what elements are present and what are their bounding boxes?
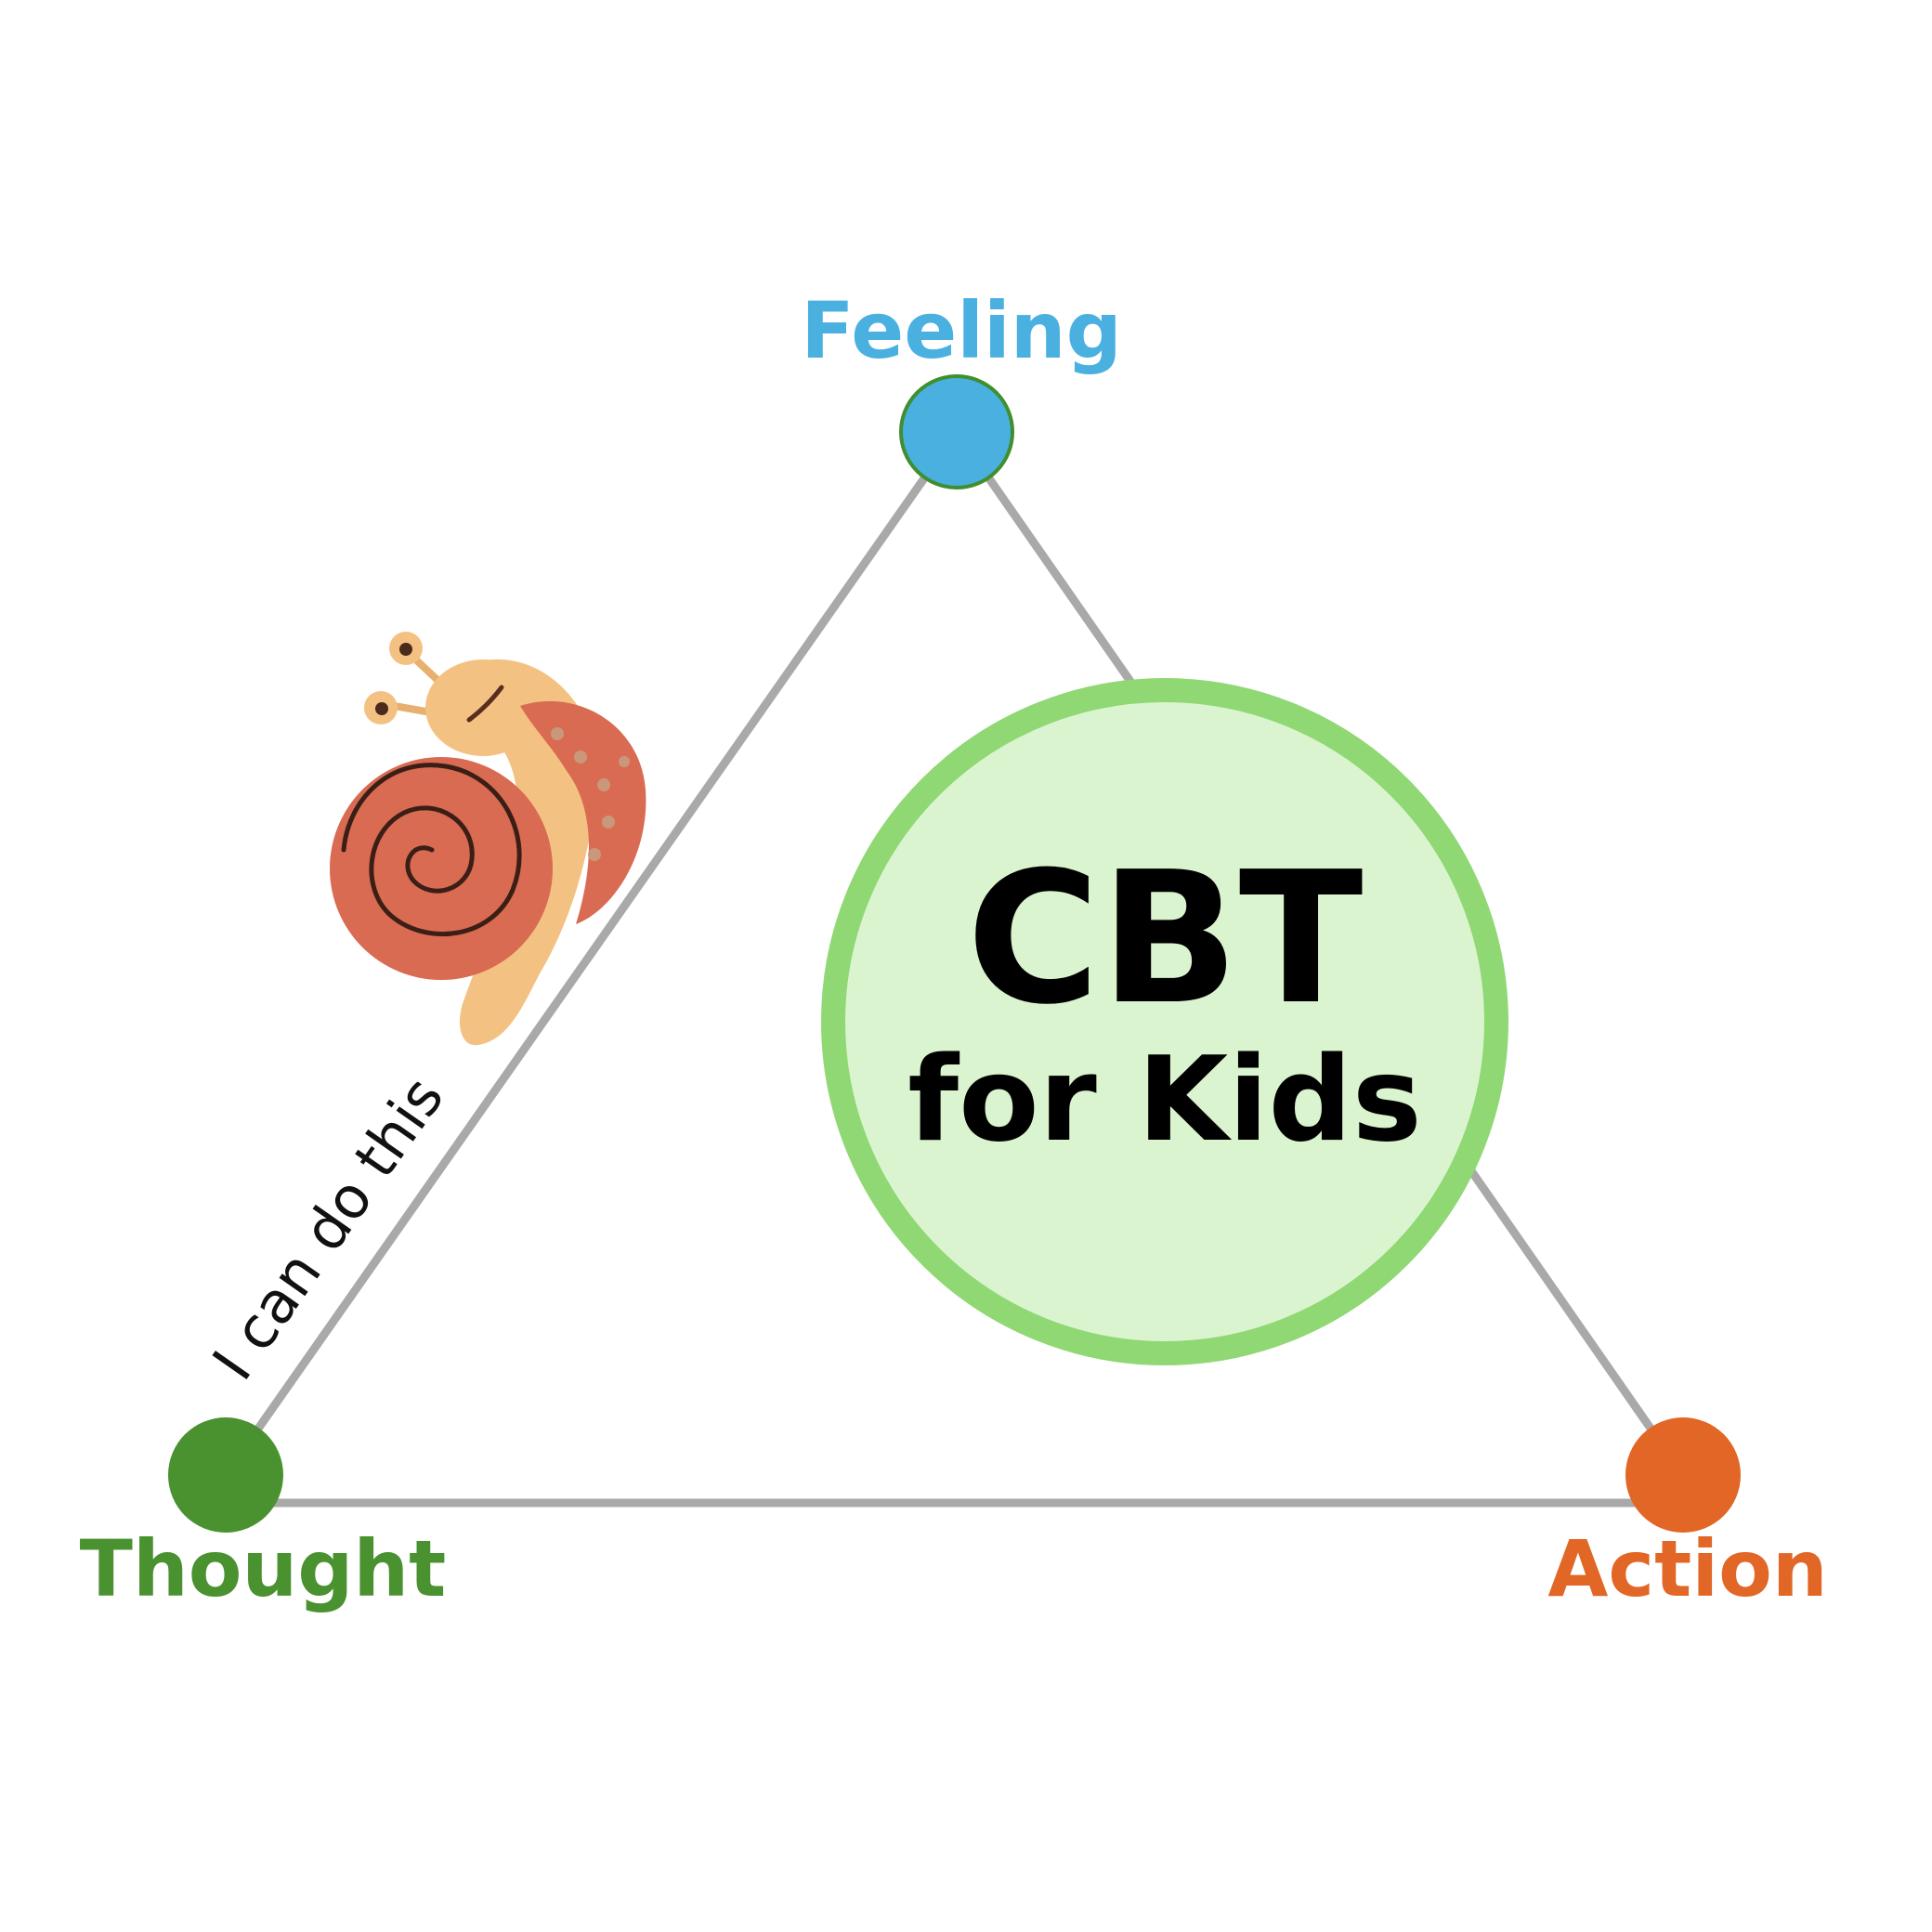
snail-icon bbox=[330, 632, 646, 1046]
feeling-dot bbox=[899, 374, 1014, 490]
action-label: Action bbox=[1547, 1523, 1827, 1614]
snail-smile bbox=[466, 685, 504, 723]
snail-hump bbox=[520, 700, 646, 924]
snail-pupil-lower bbox=[375, 702, 388, 715]
snail-spot bbox=[602, 816, 615, 829]
feeling-label: Feeling bbox=[801, 285, 1121, 376]
action-dot bbox=[1625, 1417, 1741, 1533]
thought-dot bbox=[168, 1417, 283, 1533]
snail-spot bbox=[551, 727, 564, 740]
center-circle bbox=[821, 678, 1508, 1365]
snail-spot bbox=[619, 756, 630, 767]
snail-spot bbox=[588, 848, 601, 861]
node-thought: Thought bbox=[80, 1417, 447, 1614]
node-action: Action bbox=[1547, 1417, 1828, 1614]
center-badge: CBT for Kids bbox=[821, 678, 1508, 1365]
snail-shell bbox=[330, 757, 553, 980]
edge-feeling-thought bbox=[221, 427, 961, 1480]
snail-shell-spiral bbox=[341, 763, 522, 936]
node-feeling: Feeling bbox=[801, 285, 1122, 490]
snail-spot bbox=[597, 778, 610, 791]
center-subtitle: for Kids bbox=[907, 1031, 1421, 1168]
annotation-text: I can do this bbox=[199, 1064, 456, 1392]
snail-spot bbox=[574, 751, 587, 764]
center-title: CBT bbox=[967, 833, 1364, 1045]
snail-pupil-upper bbox=[399, 643, 412, 656]
thought-label: Thought bbox=[80, 1523, 447, 1614]
